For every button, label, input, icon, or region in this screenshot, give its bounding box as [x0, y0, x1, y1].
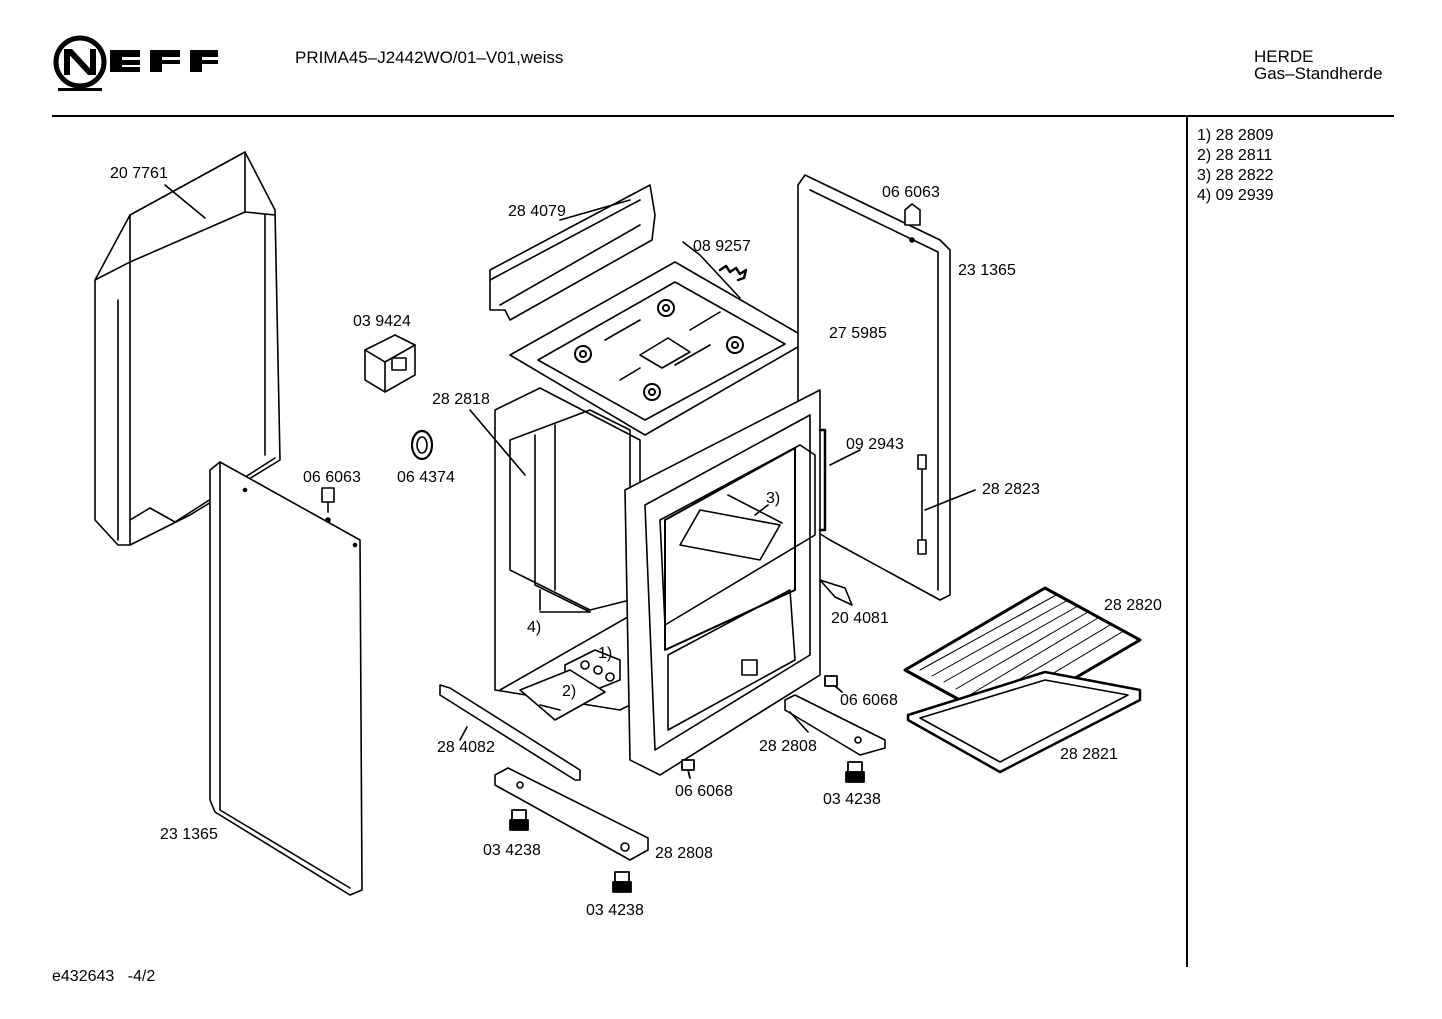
callout-label: 4)	[527, 619, 542, 636]
strip-284082	[440, 685, 580, 780]
leader-line	[470, 410, 525, 475]
vent-204081	[820, 580, 852, 605]
part-label: 03 4238	[823, 791, 881, 808]
back-panel	[95, 152, 280, 545]
part-label: 06 6068	[840, 692, 898, 709]
screw-066068-bottom	[682, 760, 694, 778]
part-label: 03 4238	[483, 842, 541, 859]
sub-part-item: 3) 28 2822	[1197, 167, 1274, 184]
header-divider	[52, 115, 1394, 117]
sub-part-list: 1) 28 2809 2) 28 2811 3) 28 2822 4) 09 2…	[1197, 126, 1274, 206]
back-strip-284079	[490, 185, 655, 320]
category-label: HERDE Gas–Standherde	[1254, 48, 1383, 82]
foot-034238-bottom	[613, 872, 631, 892]
part-label: 06 4374	[397, 469, 455, 486]
part-label: 20 7761	[110, 165, 168, 182]
leader-line	[165, 185, 205, 218]
sub-part-item: 2) 28 2811	[1197, 147, 1273, 164]
callout-label: 2)	[562, 683, 577, 700]
sub-part-item: 1) 28 2809	[1197, 127, 1274, 144]
cooktop-275985	[510, 262, 810, 435]
rail-282808-mid	[785, 695, 885, 755]
category-sub: Gas–Standherde	[1254, 64, 1383, 83]
left-clip	[322, 488, 334, 522]
part-label: 06 6063	[882, 184, 940, 201]
part-label: 28 4079	[508, 203, 566, 220]
foot-034238-left	[510, 810, 528, 830]
part-label: 23 1365	[958, 262, 1016, 279]
leader-line	[560, 200, 630, 220]
baking-tray-282821	[908, 672, 1140, 772]
part-label: 28 2808	[655, 845, 713, 862]
page-number: -4/2	[127, 968, 156, 985]
neff-logo	[52, 34, 222, 92]
callout-label: 1)	[598, 645, 613, 662]
sub-part-item: 4) 09 2939	[1197, 187, 1274, 204]
drawing-code: e432643	[52, 968, 115, 985]
leader-line	[755, 505, 768, 515]
leader-line	[460, 727, 467, 740]
part-label: 28 4082	[437, 739, 495, 756]
part-label: 28 2821	[1060, 746, 1118, 763]
screws	[510, 676, 864, 892]
part-label: 28 2820	[1104, 597, 1162, 614]
leader-line	[925, 490, 975, 510]
part-label: 28 2818	[432, 391, 490, 408]
left-side-panel	[210, 462, 362, 895]
model-title: PRIMA45–J2442WO/01–V01,weiss	[295, 48, 564, 67]
rail-282808-bottom	[495, 768, 648, 860]
part-label: 06 6063	[303, 469, 361, 486]
callout-label: 3)	[766, 490, 781, 507]
oven-door-seal	[660, 445, 815, 625]
part-label: 23 1365	[160, 826, 218, 843]
leader-line	[790, 712, 808, 732]
foot-034238-mid	[846, 762, 864, 782]
part-label: 06 6068	[675, 783, 733, 800]
part-label: 27 5985	[829, 325, 887, 342]
ring-064374	[412, 431, 432, 459]
burner-nozzles	[520, 650, 620, 720]
top-clip	[905, 204, 920, 242]
part-label: 28 2823	[982, 481, 1040, 498]
part-label: 20 4081	[831, 610, 889, 627]
part-label: 08 9257	[693, 238, 751, 255]
part-label: 03 9424	[353, 313, 411, 330]
oven-box-282818	[495, 388, 640, 710]
part-label: 09 2943	[846, 436, 904, 453]
category-main: HERDE	[1254, 47, 1314, 66]
sidebar-divider	[1186, 117, 1188, 967]
leader-line	[830, 450, 860, 465]
screw-066068-right	[825, 676, 842, 692]
part-label: 28 2808	[759, 738, 817, 755]
part-label: 03 4238	[586, 902, 644, 919]
bracket-039424	[365, 335, 415, 392]
oven-front-frame	[625, 390, 825, 775]
footer-code: e432643 -4/2	[52, 968, 155, 986]
spring-089257	[683, 242, 746, 298]
